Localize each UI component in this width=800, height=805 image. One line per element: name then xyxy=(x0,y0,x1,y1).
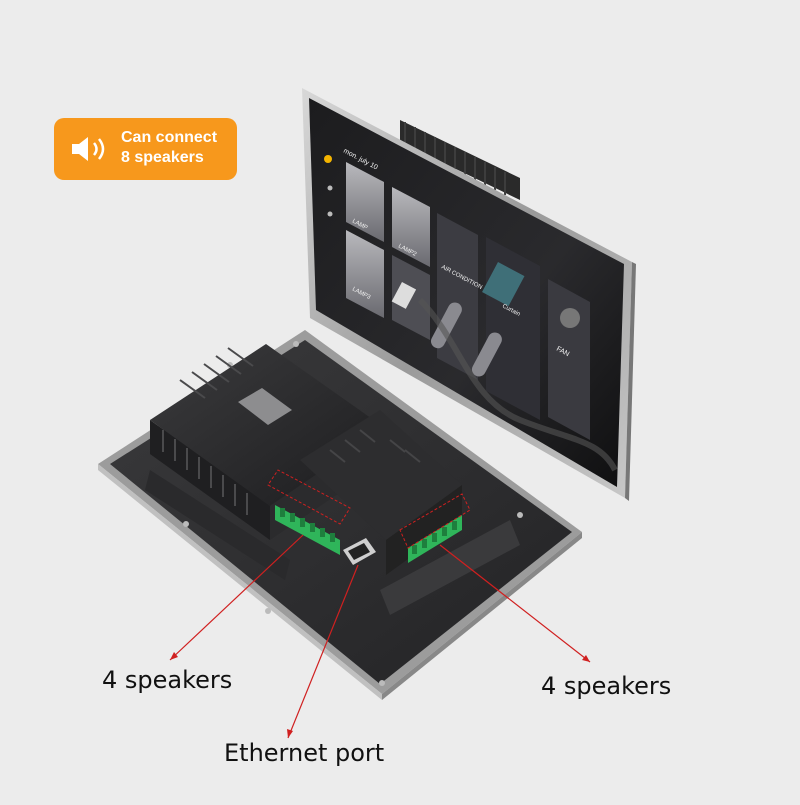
label-sticker xyxy=(238,388,292,425)
left-speakers-pointer xyxy=(169,534,304,661)
terminal-block-right xyxy=(399,493,471,563)
right-speakers-pointer xyxy=(439,544,591,663)
tile-lamp3 xyxy=(346,230,384,318)
badge-text: Can connect 8 speakers xyxy=(121,128,217,168)
tile-fan xyxy=(548,279,590,440)
badge-line2: 8 speakers xyxy=(121,149,204,166)
terminal-block-left xyxy=(267,469,351,555)
ethernet-pointer xyxy=(287,564,359,739)
amplifier-module xyxy=(300,410,462,540)
screen-ui: mon. july 10 LAMP LAMP2 LAMP3 AIR CONDIT… xyxy=(324,148,618,472)
sidebar-dot-icon xyxy=(327,185,333,191)
right-speakers-label: 4 speakers xyxy=(541,672,672,700)
tile-curtain xyxy=(486,237,540,420)
back-housing xyxy=(98,330,582,700)
badge-line1: Can connect xyxy=(121,129,218,146)
speaker-badge: Can connect 8 speakers xyxy=(54,118,237,180)
ethernet-port xyxy=(343,538,376,565)
annotation-lines xyxy=(169,534,591,739)
speaker-icon xyxy=(72,137,105,161)
tile-lamp xyxy=(346,162,384,242)
tile-lamp2 xyxy=(392,187,430,267)
touch-panel-front: mon. july 10 LAMP LAMP2 LAMP3 AIR CONDIT… xyxy=(302,88,636,501)
sun-icon xyxy=(324,155,332,163)
fan-icon xyxy=(560,308,580,328)
ethernet-port-label: Ethernet port xyxy=(224,739,385,767)
heatsink xyxy=(400,120,520,200)
left-speakers-label: 4 speakers xyxy=(102,666,233,694)
sidebar-dot-icon xyxy=(327,211,333,217)
